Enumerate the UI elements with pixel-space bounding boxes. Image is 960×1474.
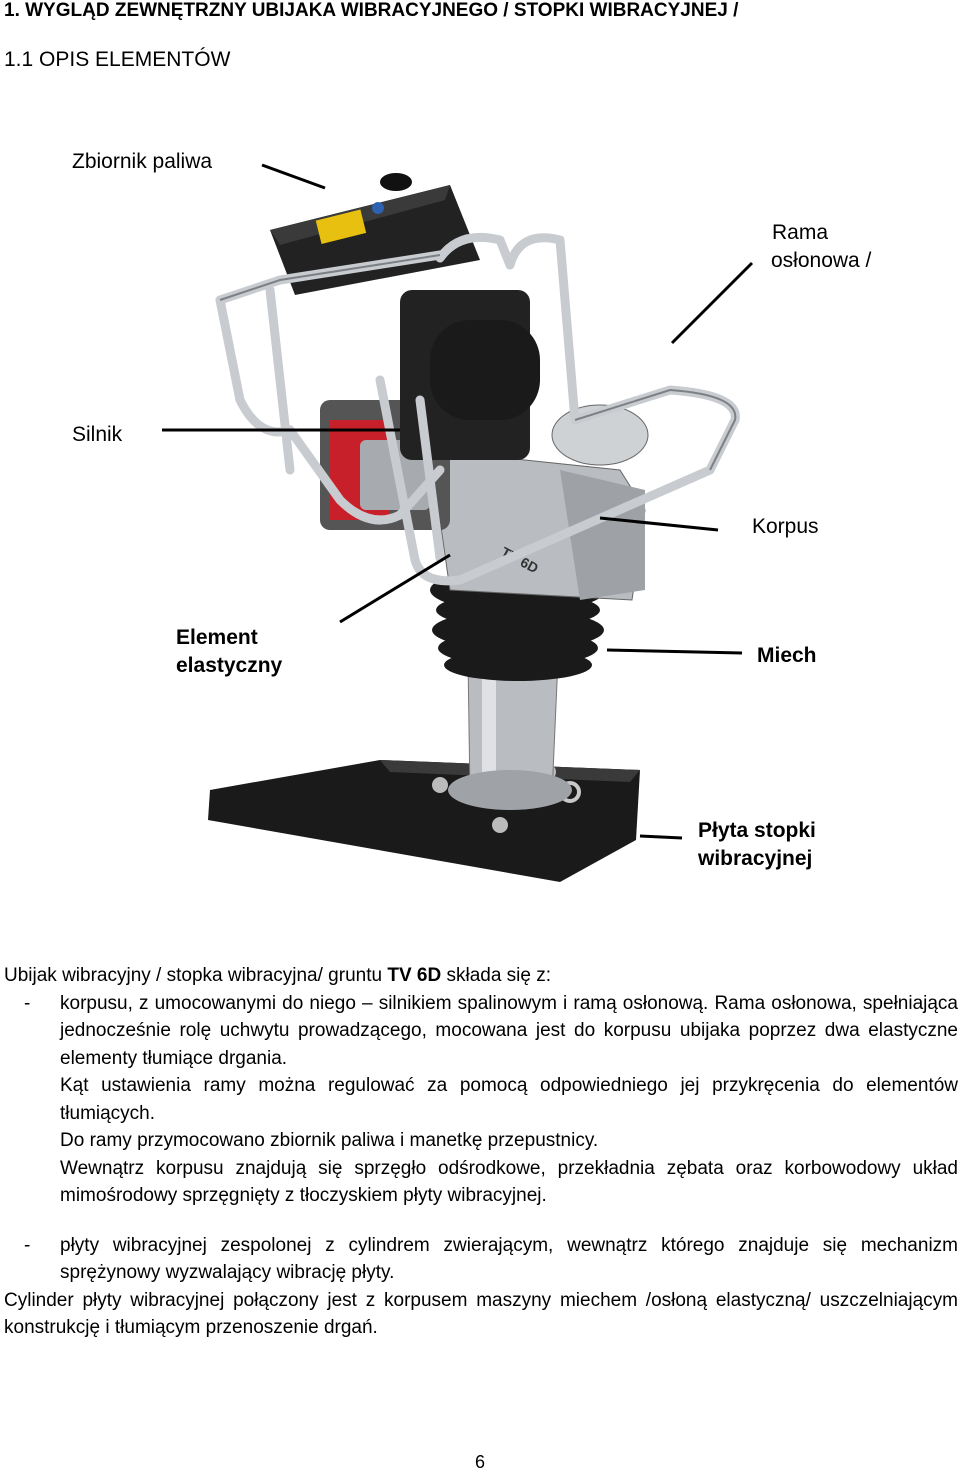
list-item-body: - korpusu, z umocowanymi do niego – siln… [4,990,958,1210]
leader-line-elastic [339,553,451,624]
label-engine: Silnik [72,423,123,446]
label-fuel-tank: Zbiornik paliwa [72,150,213,173]
label-frame-line1: Rama [772,221,829,244]
label-frame-line2: osłonowa / [771,249,872,272]
bullet1-paragraph2: Kąt ustawienia ramy można regulować za p… [60,1075,958,1124]
intro-paragraph: Ubijak wibracyjny / stopka wibracyjna/ g… [4,965,552,986]
leader-line-body [599,516,719,532]
bullet1-paragraph4: Wewnątrz korpusu znajdują się sprzęgło o… [60,1157,958,1207]
label-body: Korpus [752,515,819,538]
leader-line-fuel-tank [261,163,326,190]
subsection-heading: 1.1 OPIS ELEMENTÓW [4,48,231,71]
rammer-illustration: TV 6D [208,173,740,882]
leader-line-frame [670,261,754,345]
description-text: Ubijak wibracyjny / stopka wibracyjna/ g… [4,962,958,1342]
label-elastic-line2: elastyczny [176,654,283,677]
label-elastic-line1: Element [176,626,258,649]
fuel-tank [270,173,480,295]
leader-lines [162,163,754,840]
bullet1-paragraph3: Do ramy przymocowano zbiornik paliwa i m… [60,1130,599,1151]
page-number: 6 [474,1452,485,1472]
model-name: TV 6D [387,965,442,986]
label-bellows: Miech [757,644,817,667]
bullet1-paragraph1: korpusu, z umocowanymi do niego – silnik… [60,992,958,1069]
bullet2-paragraph: płyty wibracyjnej zespolonej z cylindrem… [60,1234,958,1284]
section-heading: 1. WYGLĄD ZEWNĘTRZNY UBIJAKA WIBRACYJNEG… [4,0,739,21]
label-plate-line2: wibracyjnej [698,847,813,870]
label-plate-line1: Płyta stopki [698,819,816,842]
closing-paragraph: Cylinder płyty wibracyjnej połączony jes… [4,1289,958,1339]
leader-line-bellows [606,648,743,655]
leader-line-plate [639,834,683,840]
list-item-plate: - płyty wibracyjnej zespolonej z cylindr… [4,1232,958,1287]
